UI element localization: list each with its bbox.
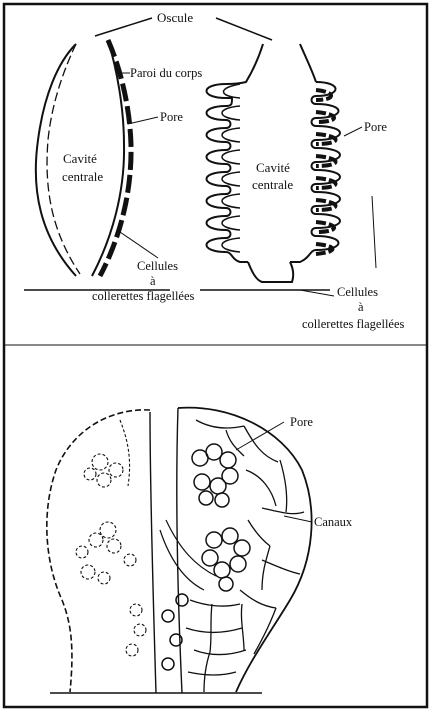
label-cellules-left-3: collerettes flagellées [92, 289, 195, 303]
figure-frame [4, 4, 427, 707]
leuconoid-flagellate-chambers [162, 444, 250, 670]
leuconoid-oblique-canal-2 [166, 520, 216, 576]
syconoid-right-radial-canals [290, 82, 340, 262]
label-pore-right: Pore [364, 120, 387, 134]
oscule-line-left [95, 18, 152, 36]
leuconoid-central-wall-left [150, 412, 156, 693]
leuconoid-oblique-canal-1 [160, 530, 204, 590]
label-pore-bottom: Pore [290, 415, 313, 429]
label-pore-left: Pore [160, 110, 183, 124]
syconoid-base [248, 262, 293, 282]
pore-left-pointer [128, 117, 158, 124]
label-paroi-du-corps: Paroi du corps [130, 66, 202, 80]
label-oscule: Oscule [157, 10, 193, 25]
leuconoid-left-outline [47, 410, 150, 692]
cellules-right-base-pointer [300, 290, 334, 296]
label-cellules-right-2: à [358, 300, 364, 314]
syconoid-left-radial-canals [207, 84, 249, 262]
label-cellules-right-1: Cellules [337, 285, 378, 299]
cellules-left-pointer [120, 232, 158, 258]
label-cavite-right-2: centrale [252, 177, 293, 192]
label-canaux: Canaux [314, 515, 353, 529]
syconoid-left-horn [226, 44, 263, 84]
label-cavite-left-1: Cavité [63, 151, 97, 166]
oscule-line-right [216, 18, 272, 40]
label-cavite-right-1: Cavité [256, 160, 290, 175]
label-cellules-left-2: à [150, 274, 156, 288]
syconoid-right-horn [300, 44, 316, 82]
leuconoid-central-wall-right [177, 408, 182, 693]
label-cellules-left-1: Cellules [137, 259, 178, 273]
label-cavite-left-2: centrale [62, 169, 103, 184]
pore-right-pointer [344, 127, 362, 136]
leuconoid-left-chambers [76, 420, 146, 656]
label-cellules-right-3: collerettes flagellées [302, 317, 405, 331]
leuconoid-sponge [47, 408, 312, 693]
canaux-pointer [284, 516, 312, 522]
cellules-right-pointer [372, 196, 376, 268]
asconoid-right-wall-collar-cells [100, 40, 131, 276]
